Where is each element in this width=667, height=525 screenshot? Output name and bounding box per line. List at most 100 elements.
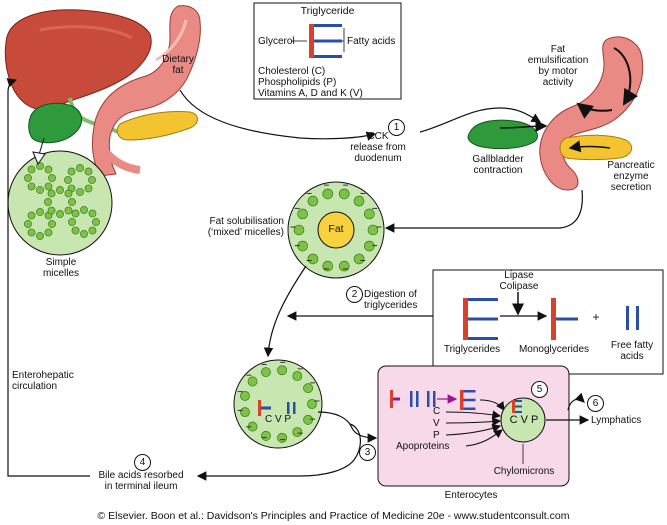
enterocyte-box	[377, 365, 570, 487]
product-micelle-dot	[303, 414, 314, 425]
plus-sign: +	[592, 310, 600, 324]
enterocyte-resynthesis-glyphs	[390, 390, 436, 408]
fat-core-label: Fat	[328, 223, 344, 235]
step-1-badge: 1	[388, 119, 405, 136]
simple-micelle-dot	[44, 182, 53, 191]
simple-micelles-circle	[7, 150, 113, 256]
simple-micelle-dot	[24, 174, 32, 182]
simple-micelle-dot	[27, 211, 36, 220]
simple-micelle-dot	[68, 218, 76, 226]
simple-micelle-dot	[71, 226, 80, 235]
simple-micelle-dot	[64, 206, 73, 215]
simple-micelle-dot	[71, 209, 80, 218]
simple-micelle-dot	[80, 206, 88, 214]
simple-micelles-label: Simple micelles	[42, 257, 80, 279]
dietary-fat-label: Dietary fat	[162, 54, 194, 76]
product-micelle-dot	[277, 365, 287, 376]
gallbladder-right-shape	[467, 119, 538, 150]
simple-micelle-dot	[67, 167, 76, 176]
simple-micelle-dot	[44, 228, 53, 237]
step-6-badge: 6	[587, 395, 604, 412]
simple-micelle-dot	[88, 176, 96, 184]
simple-micelle-dot	[88, 209, 97, 218]
enterocyte-p-label: P	[433, 430, 440, 441]
mixed-micelle-dot	[367, 224, 379, 236]
product-micelle-dot	[247, 376, 258, 387]
product-micelle-dot	[292, 371, 303, 381]
gallbladder-contraction-label: Gallbladder contraction	[472, 154, 524, 176]
digestion-triglyceride-glyph	[463, 298, 498, 340]
free-fatty-acids-glyph	[626, 306, 639, 330]
simple-micelle-rings	[24, 162, 100, 240]
triglyceride-glyph	[309, 24, 342, 58]
cck-release-label: CCK release from duodenum	[350, 131, 406, 164]
micelle-monoglyceride-glyph	[258, 400, 296, 416]
simple-micelle-dot	[36, 208, 44, 216]
mixed-micelle-dot	[297, 208, 308, 220]
simple-micelle-dot	[84, 184, 93, 193]
simple-micelle-dot	[80, 230, 88, 238]
legend-lipid-list: Cholesterol (C) Phospholipids (P) Vitami…	[258, 66, 363, 99]
mixed-micelle-dot	[307, 253, 319, 265]
simple-micelle-dot	[44, 165, 53, 174]
simple-micelle-dot	[48, 174, 56, 182]
simple-micelle-dot	[47, 189, 56, 198]
simple-micelle-dot	[48, 220, 56, 228]
product-micelle-dots	[237, 361, 320, 443]
simple-micelle-dot	[76, 188, 84, 196]
mixed-micelle-dots	[290, 184, 382, 272]
simple-micelle-dot	[84, 167, 93, 176]
product-micelle-dot	[261, 367, 271, 378]
simple-micelle-dot	[27, 165, 36, 174]
simple-micelle-dot	[92, 218, 100, 226]
enterocyte-triglyceride-glyph	[460, 390, 476, 410]
pancreas-shape	[116, 111, 198, 141]
simple-micelle-dot	[64, 189, 73, 198]
step-5-badge: 5	[531, 381, 548, 398]
simple-micelle-dot	[27, 182, 36, 191]
lymphatics-label: Lymphatics	[591, 415, 642, 426]
simple-micelle-dot	[27, 228, 36, 237]
mixed-micelle-dot	[353, 195, 365, 207]
simple-micelle-dot	[56, 186, 64, 194]
simple-micelle-dot	[76, 164, 84, 172]
micelle-cvp-label: C V P	[264, 414, 292, 425]
legend-title: Triglyceride	[300, 5, 355, 17]
mixed-micelle-dot	[364, 208, 375, 220]
product-micelle-dot	[292, 427, 303, 437]
lipase-colipase-label: Lipase Colipase	[499, 270, 539, 292]
chylomicron-cvp-label: C V P	[509, 414, 539, 426]
product-micelle-dot	[303, 383, 314, 394]
enterohepatic-label: Enterohepatic circulation	[12, 370, 74, 392]
step-2-badge: 2	[346, 286, 363, 303]
step-4-badge: 4	[134, 454, 151, 471]
product-micelle-dot	[240, 407, 250, 418]
chylomicrons-label: Chylomicrons	[493, 466, 555, 477]
free-fatty-acids-label: Free fatty acids	[610, 340, 654, 362]
enterocytes-label: Enterocytes	[444, 490, 498, 501]
step-3-badge: 3	[359, 444, 376, 461]
simple-micelle-dot	[68, 198, 76, 206]
legend-glycerol-label: Glycerol	[258, 36, 295, 47]
gallbladder-shape	[28, 102, 82, 144]
fat-solubilisation-label: Fat solubilisation (‘mixed’ micelles)	[207, 216, 284, 238]
product-micelle-dot	[240, 390, 250, 401]
product-micelle-dot	[261, 430, 271, 441]
product-micelle-dot	[277, 432, 287, 443]
legend-fatty-acids-label: Fatty acids	[347, 36, 396, 47]
enterocyte-v-label: V	[433, 418, 440, 429]
digestion-label: Digestion of triglycerides	[364, 289, 418, 311]
mixed-micelle-dot	[307, 195, 319, 207]
simple-micelle-dot	[64, 176, 72, 184]
chylomicron-triglyceride-glyph	[512, 400, 522, 413]
mixed-micelle-dot	[338, 260, 350, 272]
enterocyte-c-label: C	[433, 406, 441, 417]
triglycerides-label: Triglycerides	[443, 344, 501, 355]
product-micelle-dot	[307, 399, 317, 409]
copyright-footer: © Elsevier. Boon et al.: Davidson's Prin…	[97, 510, 570, 522]
pancreatic-secretion-label: Pancreatic enzyme secretion	[607, 160, 655, 193]
mixed-micelle-dot	[322, 188, 334, 200]
simple-micelle-dot	[47, 206, 56, 215]
mixed-micelle-dot	[293, 224, 305, 236]
